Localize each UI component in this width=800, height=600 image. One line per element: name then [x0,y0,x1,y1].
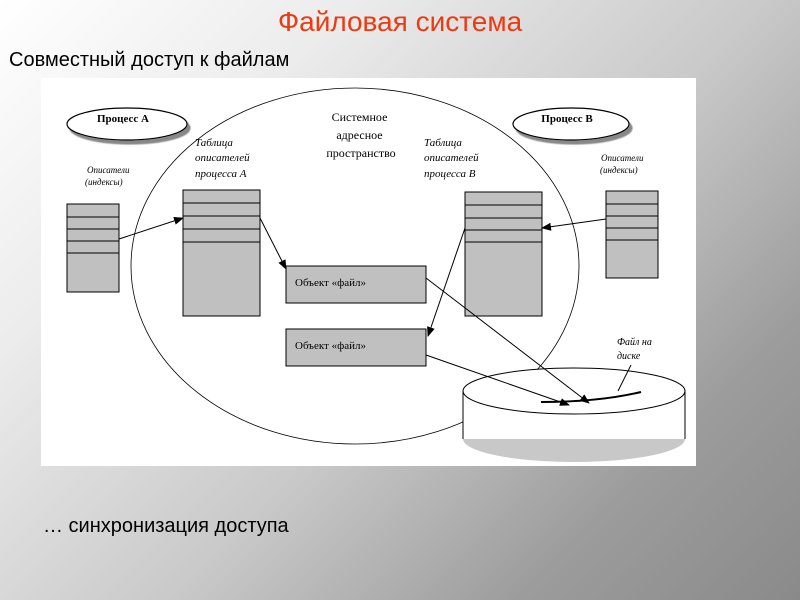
file-on-disk-line-1: Файл на [617,337,652,348]
arrow-desc-a-to-table-a [118,217,184,240]
process-b-oval [512,107,630,141]
slide-subtitle: Совместный доступ к файлам [9,49,290,71]
descriptors-b-line-2: (индексы) [600,165,638,175]
table-a-label: Таблица описателей процесса А [195,137,252,180]
footer-text: … синхронизация доступа [43,515,289,537]
arrow-table-a-to-object-1 [259,217,287,270]
descriptor-table-a [66,203,120,293]
table-b-label: Таблица описателей процесса В [424,137,481,180]
arrow-object-2-to-disk [425,354,570,406]
file-on-disk-label: Файл на диске [617,337,654,362]
descriptors-a-line-1: Описатели [87,165,130,175]
descriptors-b-label: Описатели (индексы) [600,153,646,175]
arrow-desc-b-to-table-b [541,218,607,231]
address-space-ellipse [130,87,580,445]
handle-table-b [464,191,543,317]
disk-cylinder [462,367,686,462]
arrow-object-1-to-disk [425,277,590,404]
file-sharing-diagram: Процесс А Процесс В Описатели (индексы) … [66,87,686,462]
address-space-line-1: Системное [332,110,388,124]
descriptors-a-label: Описатели (индексы) [85,165,132,187]
file-object-label-1: Объект «файл» [295,277,366,289]
file-object-box-2 [285,328,427,367]
descriptors-a-line-2: (индексы) [85,177,123,187]
process-a-oval [66,107,188,141]
file-object-label-2: Объект «файл» [295,340,366,352]
process-a-label: Процесс А [97,113,149,125]
address-space-line-2: адресное [336,128,382,142]
descriptors-b-line-1: Описатели [601,153,644,163]
handle-table-a [182,189,261,317]
table-a-line-1: Таблица [195,137,233,149]
file-on-disk-line-2: диске [617,351,641,362]
address-space-label: Системное адресное пространство [326,110,395,160]
address-space-line-3: пространство [326,146,395,160]
table-a-line-3: процесса А [195,168,247,180]
process-b-label: Процесс В [541,113,593,125]
table-b-line-1: Таблица [424,137,462,149]
diagram-panel: Процесс А Процесс В Описатели (индексы) … [41,78,696,466]
file-on-disk-pointer [617,364,632,392]
file-object-box-1 [285,265,427,304]
arrow-table-b-to-object-2 [427,227,466,337]
file-on-disk-curve [540,391,642,403]
descriptor-table-b [605,190,659,279]
table-b-line-2: описателей [424,152,479,164]
slide-title: Файловая система [277,6,523,37]
table-a-line-2: описателей [195,152,250,164]
table-b-line-3: процесса В [424,168,476,180]
